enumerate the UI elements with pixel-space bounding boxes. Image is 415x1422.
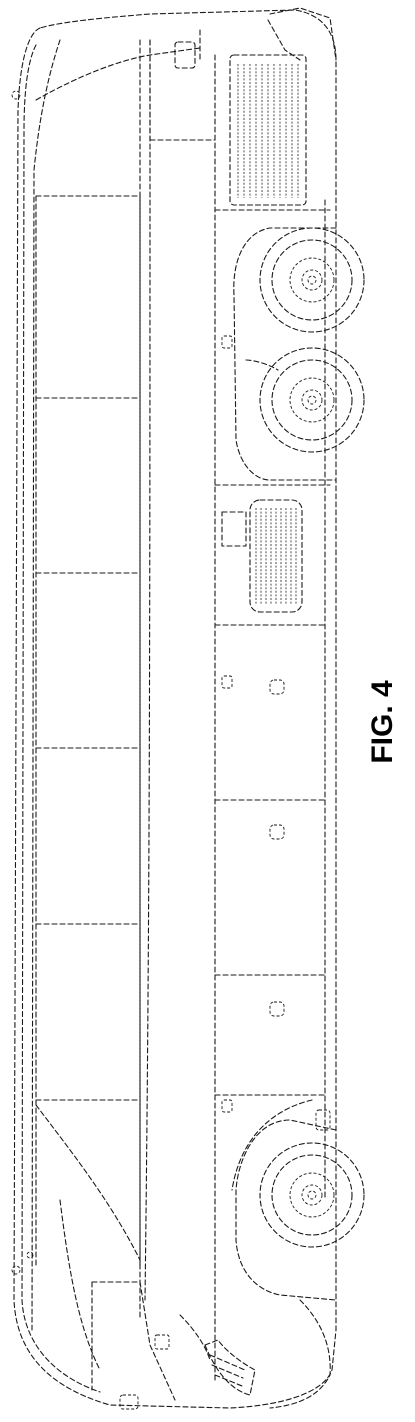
front-wheel <box>260 1143 364 1247</box>
front-marker-lamp <box>155 1335 169 1349</box>
rear-wheel-2 <box>260 348 364 452</box>
roof-marker-2 <box>12 1266 20 1274</box>
bus-body-outline <box>14 10 336 1408</box>
panel-latches <box>222 336 330 1130</box>
figure-label-group: FIG. 4 <box>366 680 399 764</box>
access-door <box>222 512 246 546</box>
front-fascia <box>92 1282 175 1400</box>
front-step-well <box>180 1315 210 1360</box>
rear-engine-grille <box>238 64 298 198</box>
roof-front-shadow <box>60 1200 100 1370</box>
window-row-outline <box>36 196 140 1265</box>
lower-belt-line <box>145 40 150 1300</box>
front-bumper <box>270 1300 330 1408</box>
front-tow-hook <box>120 1395 138 1409</box>
rear-wheel-well <box>234 228 336 480</box>
figure-label: FIG. 4 <box>366 680 399 764</box>
side-grille <box>256 508 296 604</box>
mirror-housing <box>175 42 195 68</box>
baggage-panel-dividers <box>215 485 330 1095</box>
front-cap <box>150 30 215 140</box>
windshield-top <box>36 48 200 100</box>
headlamp-assembly <box>205 1340 255 1395</box>
front-bumper-top <box>268 8 336 60</box>
front-wheel-well <box>236 1120 336 1300</box>
rear-wheel-1 <box>260 228 364 332</box>
front-door-line <box>36 1105 140 1260</box>
